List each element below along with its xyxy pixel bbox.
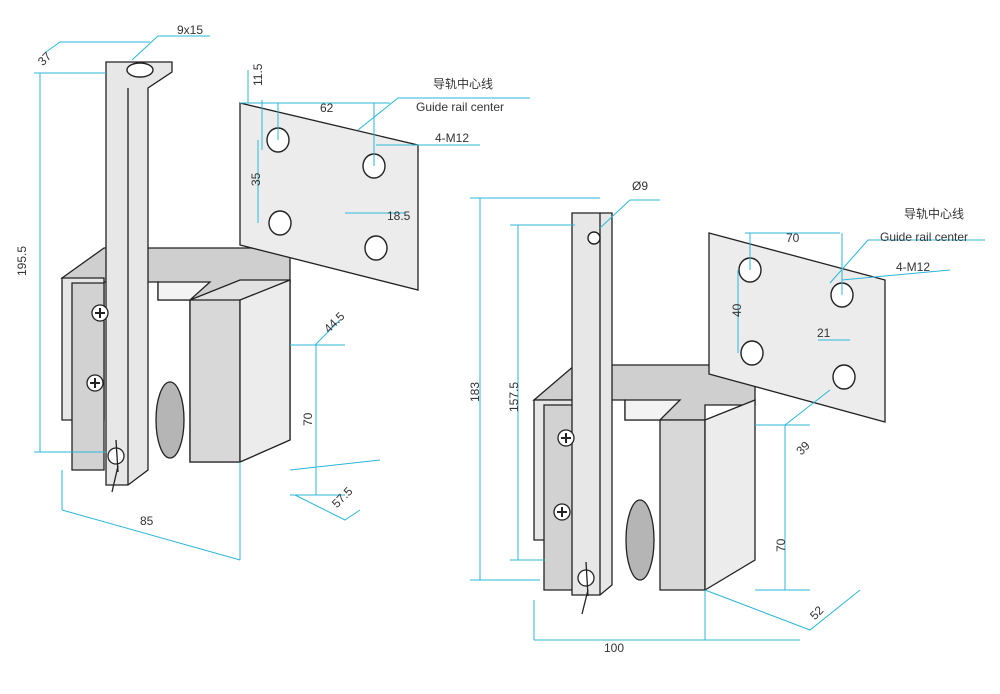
left-screw-mid-cross [90,378,100,388]
right-plate-hole-4 [832,364,856,390]
left-plate-hole-3 [268,210,292,236]
right-dim-39: 39 [793,438,813,458]
right-dim-40: 40 [730,303,744,317]
left-dim-62: 62 [320,101,334,115]
right-screw-mid-cross [557,507,567,517]
right-dim-100: 100 [604,641,624,655]
right-label-thread: 4-M12 [896,260,930,274]
left-dim-57_5: 57.5 [329,484,356,511]
left-dim-70: 70 [301,412,315,426]
right-dim-21: 21 [817,326,831,340]
left-dim-44_5: 44.5 [321,309,348,336]
right-block-side [704,399,756,592]
left-label-rail-en: Guide rail center [416,100,504,114]
right-plate-hole-3 [740,340,764,366]
right-dim-70-side: 70 [774,538,788,552]
left-slot [157,281,212,301]
left-assembly [60,61,291,493]
left-block-side [239,279,291,463]
left-plate-hole-4 [364,235,388,261]
left-dim-195_5: 195.5 [15,246,29,276]
right-dim-183: 183 [468,382,482,402]
right-screw-top-cross [561,433,571,443]
left-arm [105,61,173,486]
right-dim-157_5: 157.5 [507,382,521,412]
left-dim-11_5: 11.5 [251,63,265,86]
left-block-face [189,299,241,463]
left-arm-slot-hole [126,62,154,78]
left-housing-face [71,282,105,471]
left-screw-top-cross [95,308,105,318]
left-label-rail-cn: 导轨中心线 [433,76,493,91]
left-dim-9x15: 9x15 [177,23,203,37]
right-slot [624,399,682,421]
right-label-rail-cn: 导轨中心线 [904,206,964,221]
left-dimension-lines [34,35,530,561]
right-block-face [659,419,706,591]
right-pin-clip [581,589,589,615]
left-dim-18_5: 18.5 [387,209,411,223]
right-dim-70-top: 70 [786,231,800,245]
left-roller [155,381,185,459]
right-dimension-lines [470,197,985,641]
left-pin-clip [111,465,119,493]
right-label-rail-en: Guide rail center [880,230,968,244]
left-dim-35: 35 [249,172,263,186]
left-dimension-labels: 195.5 37 9x15 11.5 62 35 18.5 导轨中心线 Guid… [15,23,504,528]
right-dimension-labels: Ø9 183 157.5 70 40 21 导轨中心线 Guide rail c… [468,179,968,655]
left-dim-85: 85 [140,514,154,528]
right-arm-hole [587,231,601,245]
left-label-thread: 4-M12 [435,131,469,145]
left-dim-37: 37 [35,49,55,69]
right-dim-phi9: Ø9 [632,179,648,193]
right-roller [625,499,655,581]
right-arm [571,212,613,596]
